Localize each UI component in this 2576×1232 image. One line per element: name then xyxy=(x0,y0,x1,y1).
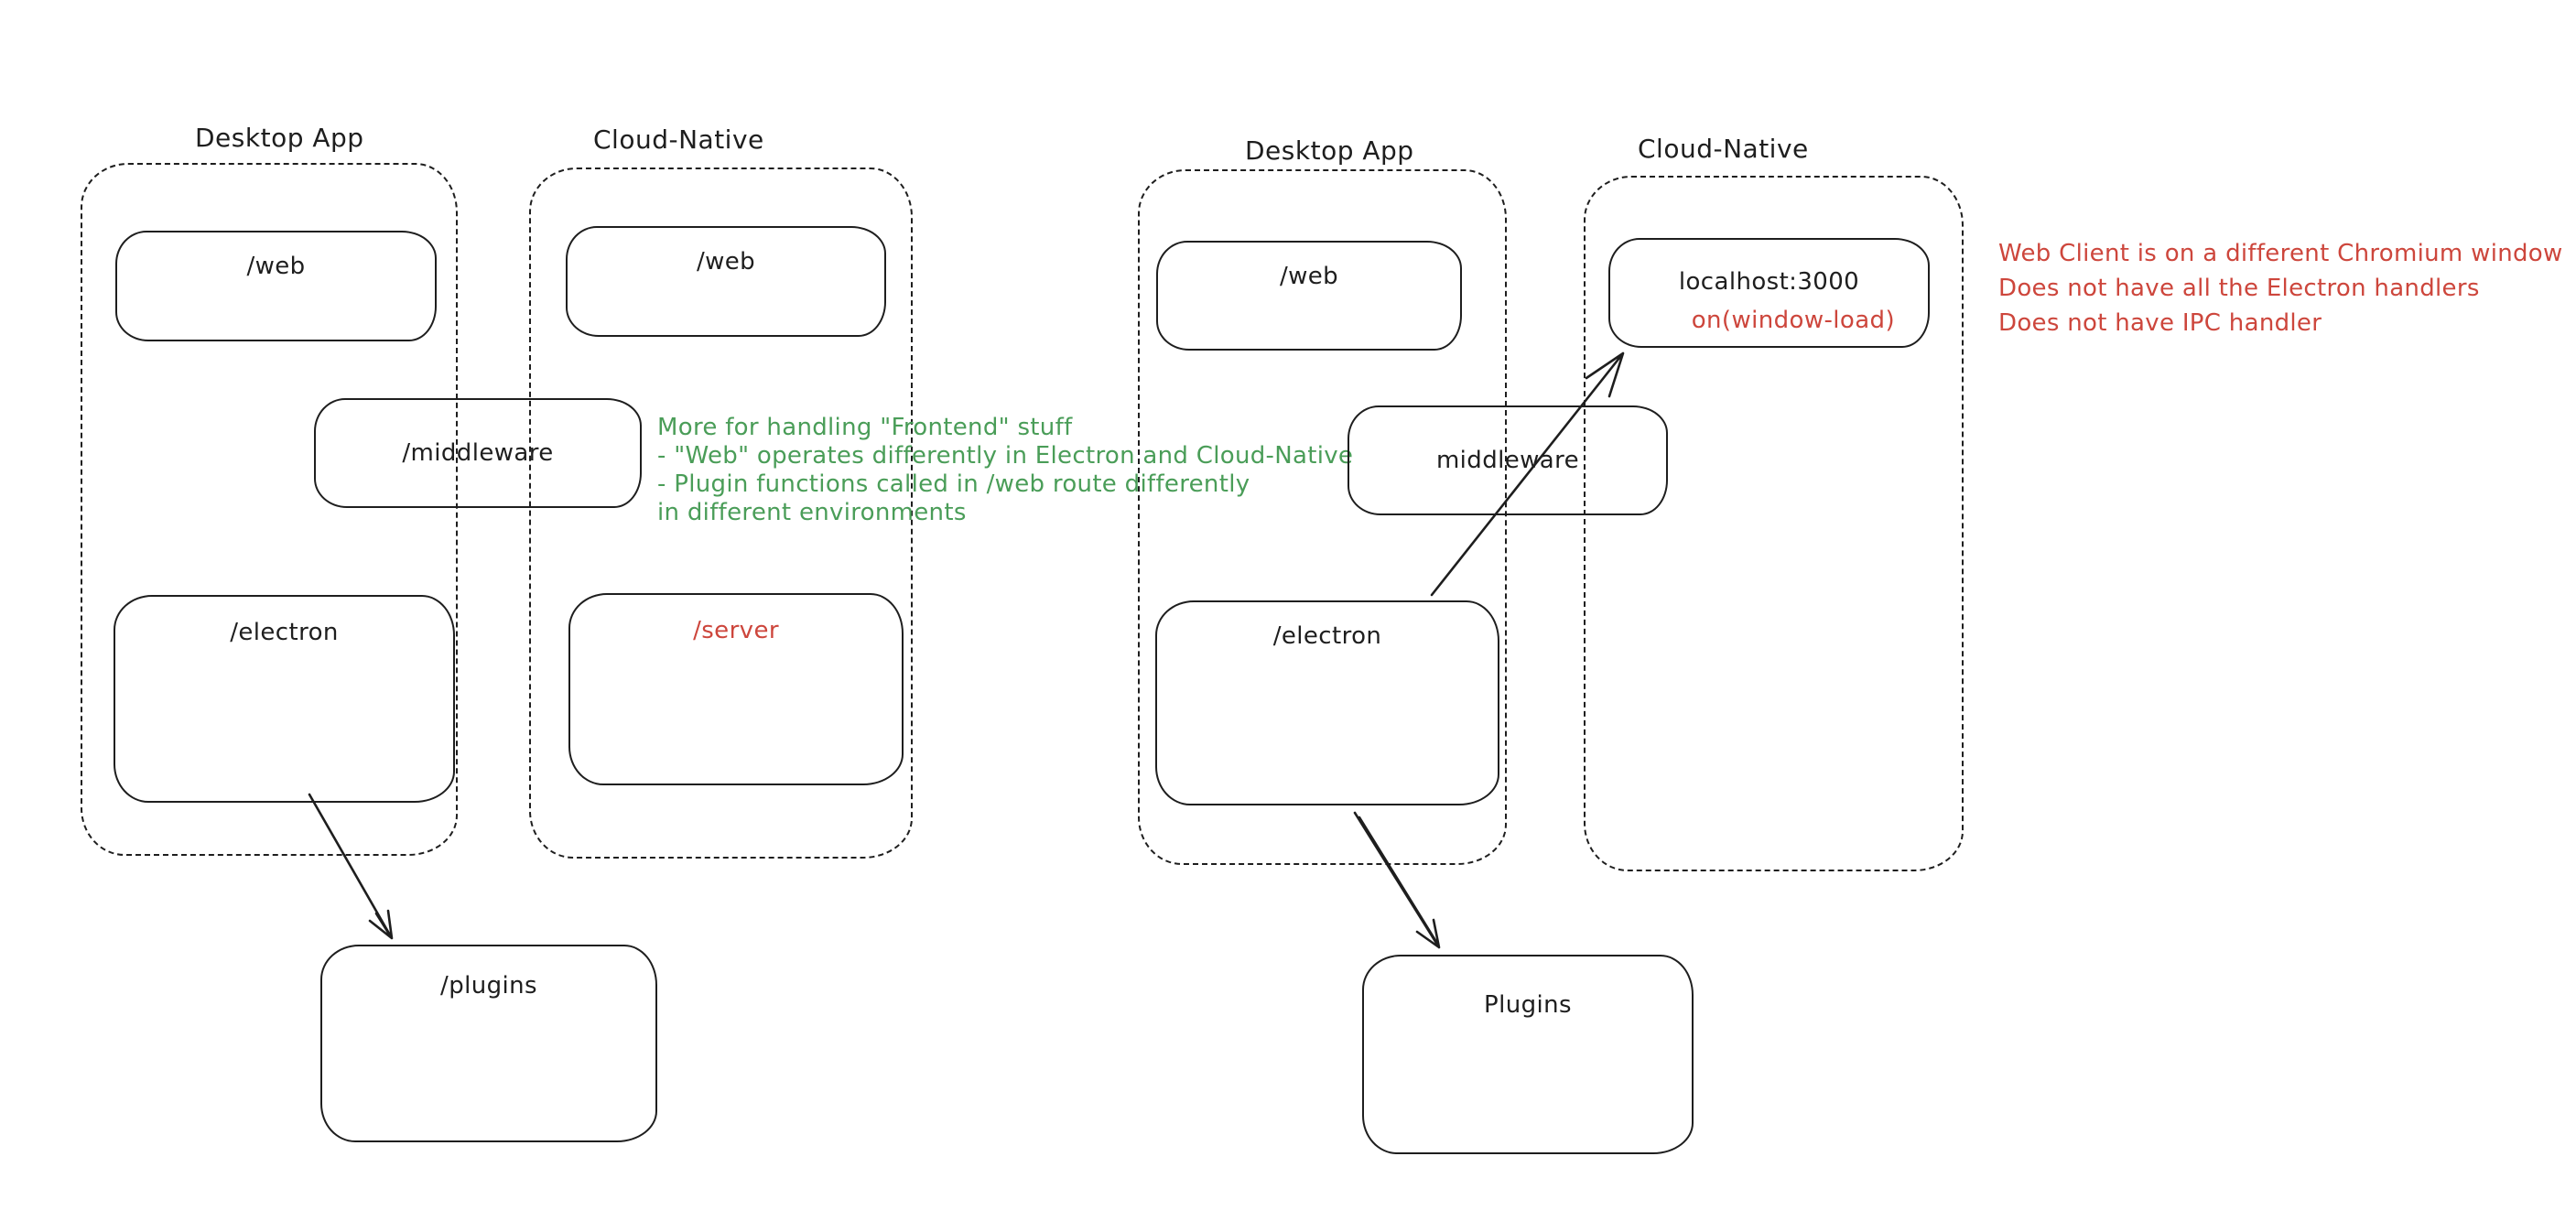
left-plugins-box: /plugins xyxy=(320,945,657,1142)
right-desktop-web-label: /web xyxy=(1279,263,1339,290)
left-server-box: /server xyxy=(568,593,904,785)
red-note-line-2: Does not have all the Electron handlers xyxy=(1998,275,2480,302)
right-middleware-label: middleware xyxy=(1435,447,1580,474)
right-localhost-box: localhost:3000 on(window-load) xyxy=(1608,238,1930,348)
right-plugins-box: Plugins xyxy=(1362,955,1694,1154)
right-electron-label: /electron xyxy=(1272,622,1382,650)
right-desktop-app-container xyxy=(1138,169,1507,865)
left-desktop-web-box: /web xyxy=(115,231,437,341)
red-note-line-3: Does not have IPC handler xyxy=(1998,309,2322,337)
red-note-line-1: Web Client is on a different Chromium wi… xyxy=(1998,240,2563,267)
left-server-label: /server xyxy=(693,617,779,644)
left-desktop-web-label: /web xyxy=(246,253,306,280)
left-green-note: More for handling "Frontend" stuff - "We… xyxy=(657,414,1353,527)
left-cloud-native-label: Cloud-Native xyxy=(593,124,764,155)
right-plugins-label: Plugins xyxy=(1484,991,1572,1019)
green-note-line-4: in different environments xyxy=(657,499,967,526)
left-middleware-label: /middleware xyxy=(402,439,554,467)
green-note-line-1: More for handling "Frontend" stuff xyxy=(657,414,1073,441)
right-cloud-native-label: Cloud-Native xyxy=(1638,134,1809,164)
left-middleware-box: /middleware xyxy=(314,398,642,508)
left-electron-box: /electron xyxy=(114,595,455,803)
right-desktop-app-label: Desktop App xyxy=(1245,135,1414,166)
left-electron-label: /electron xyxy=(230,619,339,646)
right-desktop-web-box: /web xyxy=(1156,241,1462,351)
right-electron-box: /electron xyxy=(1155,600,1499,805)
left-cloud-web-box: /web xyxy=(566,226,886,337)
right-cloud-native-container xyxy=(1584,176,1964,871)
left-desktop-app-label: Desktop App xyxy=(195,123,364,153)
right-middleware-box: middleware xyxy=(1348,405,1668,515)
green-note-line-2: - "Web" operates differently in Electron… xyxy=(657,442,1354,470)
right-window-load-label: on(window-load) xyxy=(1691,307,1895,334)
right-red-note: Web Client is on a different Chromium wi… xyxy=(1998,236,2563,340)
left-plugins-label: /plugins xyxy=(440,972,537,1000)
left-cloud-native-container xyxy=(529,168,913,859)
left-cloud-web-label: /web xyxy=(696,248,756,276)
left-desktop-app-container xyxy=(81,163,458,856)
right-localhost-label: localhost:3000 xyxy=(1678,268,1860,296)
green-note-line-3: - Plugin functions called in /web route … xyxy=(657,470,1250,498)
